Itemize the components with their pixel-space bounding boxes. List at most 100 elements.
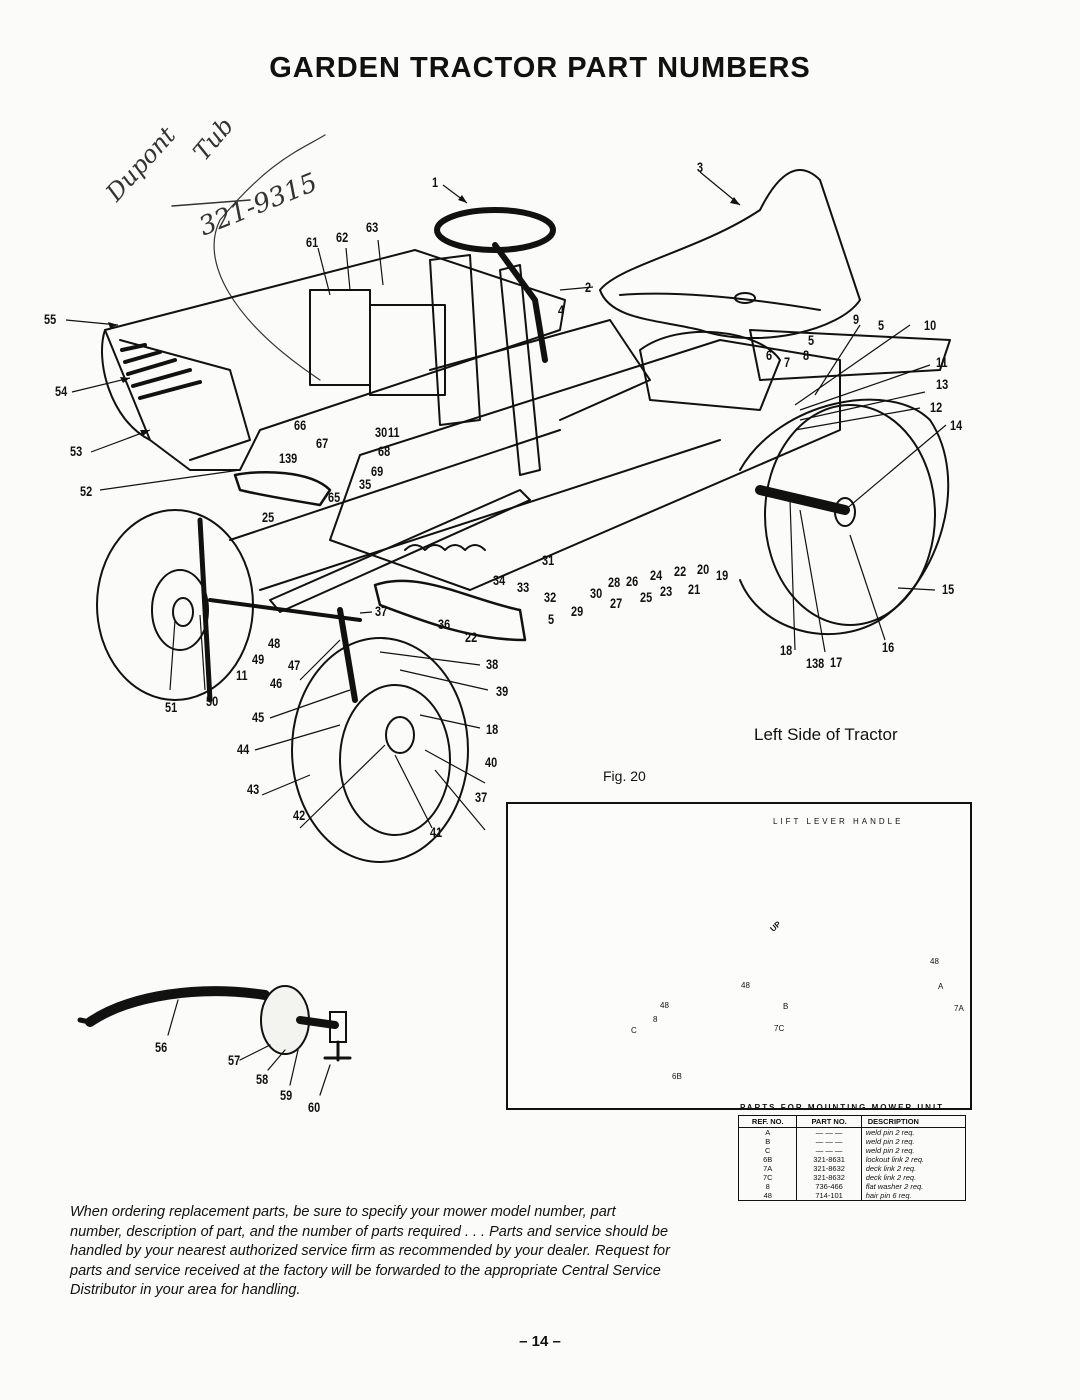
callout-35: 35 bbox=[359, 476, 372, 492]
table-row: A— — —weld pin 2 req. bbox=[738, 1127, 966, 1137]
inset-label-6b: 6B bbox=[672, 1072, 682, 1081]
callout-56: 56 bbox=[155, 1039, 168, 1055]
inset-label-c: C bbox=[631, 1026, 637, 1035]
part-no: — — — bbox=[796, 1127, 862, 1137]
callout-3: 3 bbox=[697, 159, 704, 175]
ref-no: B bbox=[738, 1137, 798, 1146]
callout-18: 18 bbox=[780, 642, 793, 658]
page-number: – 14 – bbox=[519, 1333, 561, 1350]
callout-30: 30 bbox=[590, 585, 603, 601]
callout-33: 33 bbox=[517, 579, 530, 595]
callout-18: 18 bbox=[486, 721, 499, 737]
col-description: DESCRIPTION bbox=[861, 1115, 966, 1128]
callout-9: 9 bbox=[853, 311, 860, 327]
description: flat washer 2 req. bbox=[865, 1182, 924, 1191]
inset-label-b: B bbox=[783, 1002, 789, 1011]
callout-25: 25 bbox=[262, 509, 275, 525]
callout-11: 11 bbox=[236, 667, 248, 683]
callout-29: 29 bbox=[571, 603, 584, 619]
callout-52: 52 bbox=[80, 483, 93, 499]
callout-67: 67 bbox=[316, 435, 329, 451]
callout-19: 19 bbox=[716, 567, 729, 583]
callout-14: 14 bbox=[950, 417, 963, 433]
callout-34: 34 bbox=[493, 572, 506, 588]
callout-60: 60 bbox=[308, 1099, 321, 1115]
lift-lever-handle-label: LIFT LEVER HANDLE bbox=[773, 817, 904, 826]
callout-44: 44 bbox=[237, 741, 250, 757]
callout-53: 53 bbox=[70, 443, 83, 459]
ref-no: 7C bbox=[738, 1173, 798, 1182]
description: weld pin 2 req. bbox=[865, 1137, 915, 1146]
callout-25: 25 bbox=[640, 589, 653, 605]
inset-label-7a: 7A bbox=[954, 1004, 964, 1013]
callout-26: 26 bbox=[626, 573, 639, 589]
callout-11: 11 bbox=[936, 354, 948, 370]
callout-24: 24 bbox=[650, 567, 663, 583]
ref-no: A bbox=[738, 1127, 798, 1137]
parts-table-title: PARTS FOR MOUNTING MOWER UNIT bbox=[740, 1103, 945, 1112]
callout-62: 62 bbox=[336, 229, 349, 245]
part-no: — — — bbox=[796, 1137, 862, 1146]
callout-22: 22 bbox=[465, 629, 478, 645]
part-no: 736-466 bbox=[796, 1182, 862, 1191]
callout-46: 46 bbox=[270, 675, 283, 691]
ref-no: C bbox=[738, 1146, 798, 1155]
inset-label-a: A bbox=[938, 982, 944, 991]
callout-138: 138 bbox=[806, 655, 825, 671]
part-no: 321-8632 bbox=[796, 1173, 862, 1182]
part-no: 321-8632 bbox=[796, 1164, 862, 1173]
description: deck link 2 req. bbox=[865, 1173, 917, 1182]
callout-31: 31 bbox=[542, 552, 555, 568]
callout-6: 6 bbox=[766, 347, 773, 363]
page-title: GARDEN TRACTOR PART NUMBERS bbox=[269, 52, 811, 84]
callout-48: 48 bbox=[268, 635, 281, 651]
callout-28: 28 bbox=[608, 574, 621, 590]
callout-45: 45 bbox=[252, 709, 265, 725]
callout-43: 43 bbox=[247, 781, 260, 797]
description: lockout link 2 req. bbox=[865, 1155, 925, 1164]
part-no: 714-101 bbox=[796, 1191, 862, 1201]
callout-57: 57 bbox=[228, 1052, 241, 1068]
callout-8: 8 bbox=[803, 347, 810, 363]
callout-38: 38 bbox=[486, 656, 499, 672]
callout-36: 36 bbox=[438, 616, 451, 632]
callout-32: 32 bbox=[544, 589, 557, 605]
callout-13: 13 bbox=[936, 376, 949, 392]
callout-54: 54 bbox=[55, 383, 68, 399]
callout-27: 27 bbox=[610, 595, 623, 611]
col-part-no: PART NO. bbox=[796, 1115, 862, 1128]
callout-30: 30 bbox=[375, 424, 388, 440]
callout-16: 16 bbox=[882, 639, 895, 655]
inset-label-7c: 7C bbox=[774, 1024, 785, 1033]
description: weld pin 2 req. bbox=[865, 1146, 915, 1155]
mower-mounting-inset: LIFT LEVER HANDLE UP 48 A 7A 48 B 48 8 C… bbox=[506, 802, 972, 1110]
callout-21: 21 bbox=[688, 581, 701, 597]
parts-table-header-row: REF. NO. PART NO. DESCRIPTION bbox=[738, 1115, 966, 1128]
parts-table: REF. NO. PART NO. DESCRIPTION A— — —weld… bbox=[738, 1115, 966, 1201]
callout-139: 139 bbox=[279, 450, 298, 466]
callout-68: 68 bbox=[378, 443, 391, 459]
inset-label-48: 48 bbox=[660, 1001, 669, 1010]
callout-59: 59 bbox=[280, 1087, 293, 1103]
callout-23: 23 bbox=[660, 583, 673, 599]
figure-label: Fig. 20 bbox=[603, 768, 646, 784]
callout-50: 50 bbox=[206, 693, 219, 709]
part-no: — — — bbox=[796, 1146, 862, 1155]
ref-no: 6B bbox=[738, 1155, 798, 1164]
description: weld pin 2 req. bbox=[865, 1128, 915, 1137]
ref-no: 7A bbox=[738, 1164, 798, 1173]
callout-58: 58 bbox=[256, 1071, 269, 1087]
description: deck link 2 req. bbox=[865, 1164, 917, 1173]
callout-65: 65 bbox=[328, 489, 341, 505]
inset-label-8: 8 bbox=[653, 1015, 658, 1024]
table-row: B— — —weld pin 2 req. bbox=[738, 1137, 966, 1146]
callout-41: 41 bbox=[430, 824, 443, 840]
ordering-note: When ordering replacement parts, be sure… bbox=[70, 1204, 670, 1298]
callout-15: 15 bbox=[942, 581, 955, 597]
callout-5: 5 bbox=[548, 611, 555, 627]
callout-39: 39 bbox=[496, 683, 509, 699]
hood-shape bbox=[104, 249, 566, 471]
callout-20: 20 bbox=[697, 561, 710, 577]
